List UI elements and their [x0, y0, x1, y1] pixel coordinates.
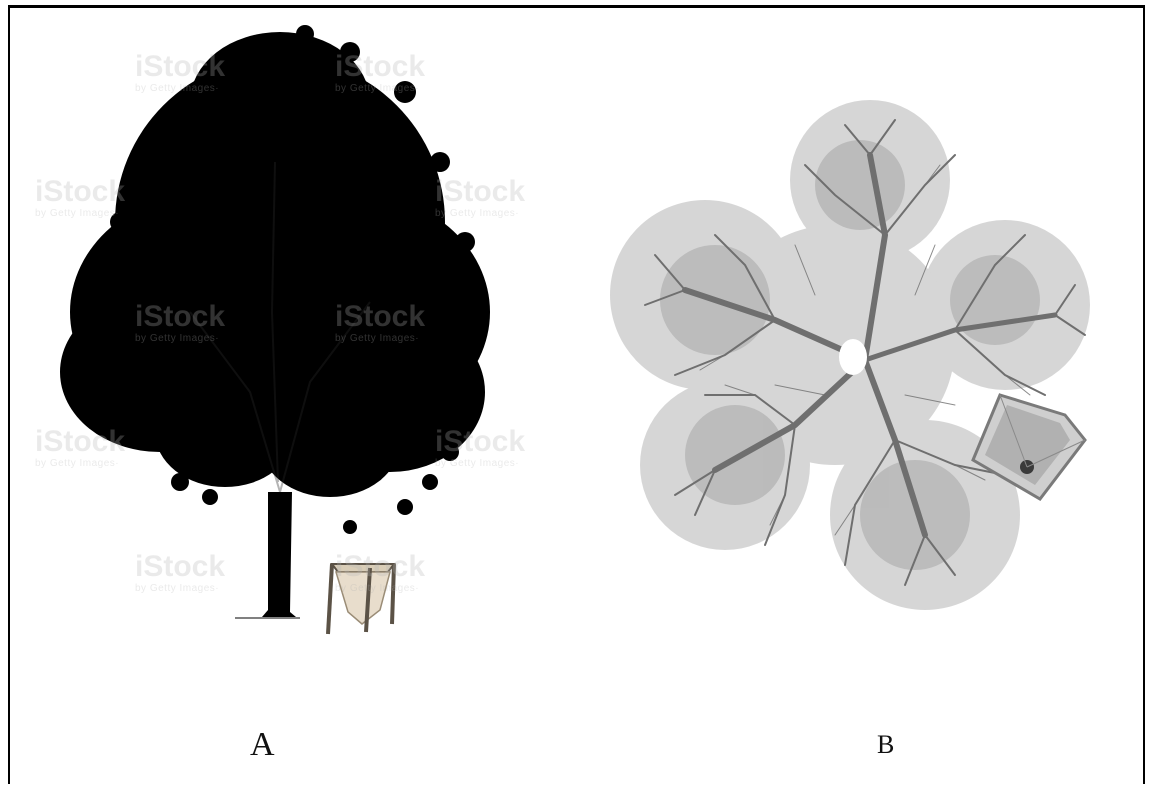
- panel-a-label: A: [250, 728, 275, 762]
- tree-top-view-illustration: [595, 95, 1125, 635]
- tree-side-view-illustration: [10, 12, 565, 652]
- litter-trap-icon: [328, 564, 394, 634]
- panel-b-label: B: [877, 732, 894, 758]
- panel-a: iStockby Getty Images· iStockby Getty Im…: [10, 12, 565, 652]
- panel-b: [595, 95, 1125, 635]
